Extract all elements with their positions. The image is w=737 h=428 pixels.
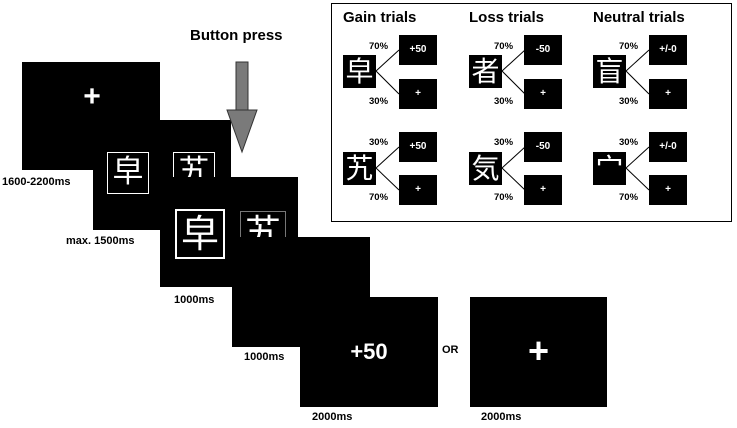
connector-line-0-1-0 <box>375 146 400 169</box>
connector-line-1-1-1 <box>501 167 526 191</box>
outcome-gain-screen: +50 <box>300 297 438 407</box>
connector-line-1-0-0 <box>501 49 526 72</box>
neutral-cue-1: 盲 <box>593 55 626 88</box>
neutral-cue-2-bottom-pct: 70% <box>619 192 639 203</box>
loss-cue-1: 者 <box>469 55 502 88</box>
neutral-cue-1-bottom-outcome: + <box>649 79 687 109</box>
choice-stimulus-left: 皁 <box>107 152 149 194</box>
gain-cue-2-top-outcome: +50 <box>399 132 437 162</box>
gain-cue-1: 皁 <box>343 55 376 88</box>
gain-cue-1-bottom-outcome: + <box>399 79 437 109</box>
connector-line-1-0-1 <box>501 70 526 95</box>
outcome-neutral-duration-label: 2000ms <box>481 411 522 423</box>
fixation-duration-label: 1600-2200ms <box>2 176 71 188</box>
neutral-cue-2-top-pct: 30% <box>619 137 639 148</box>
feedback-duration-label: 1000ms <box>174 294 215 306</box>
loss-cue-1-bottom-outcome: + <box>524 79 562 109</box>
connector-line-0-0-0 <box>375 49 400 72</box>
connector-line-2-0-1 <box>625 70 650 95</box>
connector-line-2-0-0 <box>625 49 650 72</box>
connector-line-0-1-1 <box>375 167 400 191</box>
outcome-neutral-cross: + <box>527 330 550 371</box>
connector-line-0-0-1 <box>375 70 400 95</box>
or-label: OR <box>442 344 459 356</box>
neutral-cue-2-bottom-outcome: + <box>649 175 687 205</box>
connector-line-1-1-0 <box>501 146 526 169</box>
neutral-cue-2: 宀 <box>593 152 626 185</box>
blank-duration-label: 1000ms <box>244 351 285 363</box>
neutral-cue-1-top-outcome: +/-0 <box>649 35 687 65</box>
loss-cue-1-bottom-pct: 30% <box>494 96 514 107</box>
gain-cue-2: 艽 <box>343 152 376 185</box>
gain-cue-1-top-outcome: +50 <box>399 35 437 65</box>
gain-cue-1-top-pct: 70% <box>369 41 389 52</box>
loss-cue-2: 気 <box>469 152 502 185</box>
loss-cue-2-bottom-pct: 70% <box>494 192 514 203</box>
button-press-label: Button press <box>190 27 283 44</box>
neutral-cue-1-top-pct: 70% <box>619 41 639 52</box>
loss-cue-2-bottom-outcome: + <box>524 175 562 205</box>
loss-cue-1-top-outcome: -50 <box>524 35 562 65</box>
neutral-cue-2-top-outcome: +/-0 <box>649 132 687 162</box>
gain-cue-2-top-pct: 30% <box>369 137 389 148</box>
loss-cue-1-top-pct: 70% <box>494 41 514 52</box>
fixation-screen: + <box>22 62 160 170</box>
loss-cue-2-top-outcome: -50 <box>524 132 562 162</box>
choice-duration-label: max. 1500ms <box>66 235 135 247</box>
neutral-cue-1-bottom-pct: 30% <box>619 96 639 107</box>
legend-header-neutral: Neutral trials <box>593 9 685 26</box>
outcome-neutral-screen: + <box>470 297 607 407</box>
outcome-gain-duration-label: 2000ms <box>312 411 353 423</box>
gain-cue-2-bottom-outcome: + <box>399 175 437 205</box>
fixation-cross: + <box>83 80 101 113</box>
connector-line-2-1-1 <box>625 167 650 191</box>
gain-cue-2-bottom-pct: 70% <box>369 192 389 203</box>
loss-cue-2-top-pct: 30% <box>494 137 514 148</box>
connector-line-2-1-0 <box>625 146 650 169</box>
outcome-gain-value: +50 <box>350 339 388 364</box>
legend-header-gain: Gain trials <box>343 9 417 26</box>
legend-header-loss: Loss trials <box>469 9 545 26</box>
legend-box <box>331 3 732 222</box>
selected-stimulus: 皁 <box>175 209 225 259</box>
gain-cue-1-bottom-pct: 30% <box>369 96 389 107</box>
